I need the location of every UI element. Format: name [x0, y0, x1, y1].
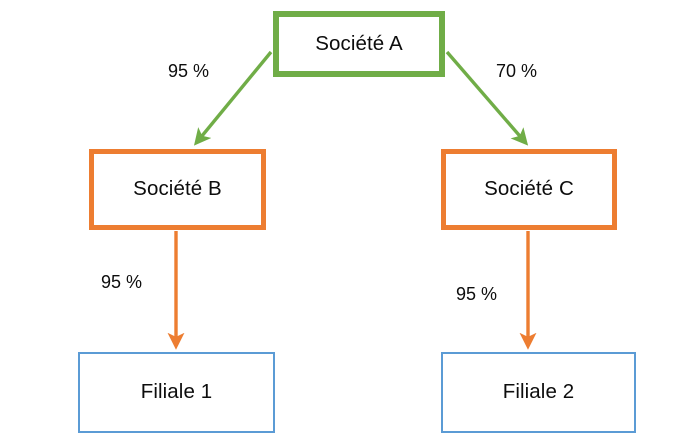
edge-label-societe-b-to-filiale-1: 95 %: [101, 272, 143, 292]
connector-societe-a-to-societe-c: [445, 50, 529, 146]
node-societe-a-label: Société A: [315, 31, 403, 55]
node-societe-b-label: Société B: [133, 177, 222, 201]
node-filiale-2-label: Filiale 2: [502, 380, 575, 404]
edge-label-societe-a-to-societe-b: 95 %: [168, 61, 210, 81]
node-filiale-1-label: Filiale 1: [140, 380, 213, 404]
node-filiale-1[interactable]: Filiale 1: [78, 352, 275, 433]
edge-label-societe-c-to-filiale-2: 95 %: [456, 284, 498, 304]
node-societe-a[interactable]: Société A: [273, 11, 445, 77]
node-societe-b[interactable]: Société B: [89, 149, 266, 230]
edge-label-societe-a-to-societe-c: 70 %: [496, 61, 538, 81]
node-filiale-2[interactable]: Filiale 2: [441, 352, 636, 433]
connector-societe-a-to-societe-b: [193, 50, 273, 146]
node-societe-c-label: Société C: [484, 177, 574, 201]
node-societe-c[interactable]: Société C: [441, 149, 617, 230]
